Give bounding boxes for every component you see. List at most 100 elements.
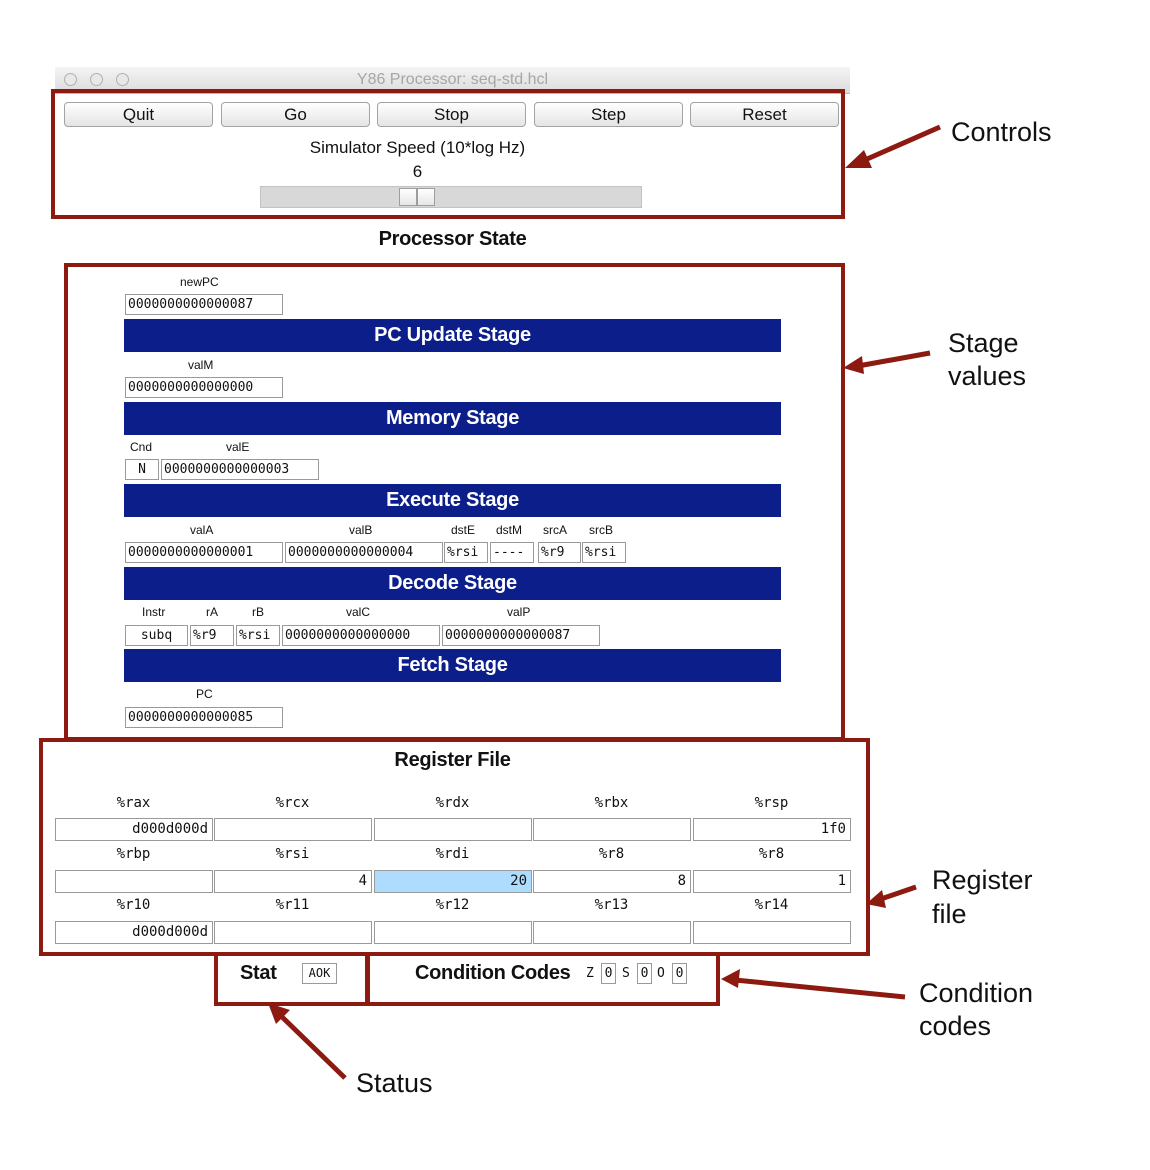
simulator-speed-label: Simulator Speed (10*log Hz) (309, 138, 526, 157)
controls-annotation: Controls (951, 117, 1052, 147)
cc-z-field: 0 (601, 963, 616, 984)
register-label: %rsi (275, 846, 310, 862)
register-r12-field (374, 921, 532, 944)
valm-label: valM (188, 358, 214, 372)
cnd-label: Cnd (130, 440, 153, 454)
valp-field: 0000000000000087 (442, 625, 600, 646)
stat-field: AOK (302, 963, 337, 984)
execute-stage-banner: Execute Stage (124, 484, 781, 517)
stat-label: Stat (240, 962, 277, 984)
register-label: %r14 (754, 897, 789, 913)
reset-button[interactable]: Reset (690, 102, 839, 127)
register-label: %rdi (435, 846, 470, 862)
instr-field: subq (125, 625, 188, 646)
cc-o-field: 0 (672, 963, 687, 984)
register-r13-field (533, 921, 691, 944)
newpc-field: 0000000000000087 (125, 294, 283, 315)
srca-field: %r9 (538, 542, 581, 563)
register-label: %rcx (275, 795, 310, 811)
register-rax-field: d000d000d (55, 818, 213, 841)
status-arrowhead (268, 1003, 290, 1024)
quit-button[interactable]: Quit (64, 102, 213, 127)
dste-label: dstE (451, 523, 476, 537)
register-label: %rdx (435, 795, 470, 811)
valm-field: 0000000000000000 (125, 377, 283, 398)
window-title: Y86 Processor: seq-std.hcl (356, 71, 549, 88)
dstm-field: ---- (490, 542, 534, 563)
instr-label: Instr (142, 605, 166, 619)
controls-arrowhead (845, 150, 872, 168)
register-r14-field (693, 921, 851, 944)
register-rbp-field (55, 870, 213, 893)
register-label: %r12 (435, 897, 470, 913)
valc-label: valC (346, 605, 371, 619)
cc-z-label: Z (586, 966, 594, 981)
register-label: %rax (116, 795, 151, 811)
srcb-label: srcB (589, 523, 613, 537)
register-label: %r8 (758, 846, 785, 862)
vala-field: 0000000000000001 (125, 542, 283, 563)
controls-annotation-box (51, 89, 845, 219)
condition-codes-annotation-line2: codes (919, 1011, 992, 1041)
rb-field: %rsi (236, 625, 280, 646)
decode-stage-banner: Decode Stage (124, 567, 781, 600)
simulator-speed-slider[interactable] (260, 186, 642, 208)
newpc-label: newPC (180, 275, 219, 289)
zoom-window-button[interactable] (116, 73, 129, 86)
memory-stage-banner: Memory Stage (124, 402, 781, 435)
simulator-speed-value: 6 (412, 162, 423, 181)
minimize-window-button[interactable] (90, 73, 103, 86)
valb-label: valB (349, 523, 373, 537)
register-file-arrowhead (866, 890, 886, 908)
close-window-button[interactable] (64, 73, 77, 86)
valp-label: valP (507, 605, 531, 619)
fetch-stage-banner: Fetch Stage (124, 649, 781, 682)
condition-codes-label: Condition Codes (415, 962, 571, 984)
stage-values-annotation-line1: Stage (948, 328, 1019, 358)
vale-field: 0000000000000003 (161, 459, 319, 480)
register-label: %r11 (275, 897, 310, 913)
ra-field: %r9 (190, 625, 234, 646)
step-button[interactable]: Step (534, 102, 683, 127)
register-file-annotation-line1: Register (932, 865, 1033, 895)
rb-label: rB (252, 605, 264, 619)
dstm-label: dstM (496, 523, 523, 537)
register-rcx-field (214, 818, 372, 841)
register-rsi-field: 4 (214, 870, 372, 893)
stage-values-annotation-line2: values (948, 361, 1027, 391)
valc-field: 0000000000000000 (282, 625, 440, 646)
cc-o-label: O (657, 966, 665, 981)
register-file-annotation-line2: file (932, 899, 967, 929)
slider-thumb-left[interactable] (399, 188, 417, 206)
cc-s-label: S (622, 966, 630, 981)
stop-button[interactable]: Stop (377, 102, 526, 127)
slider-thumb-right[interactable] (417, 188, 435, 206)
ra-label: rA (206, 605, 218, 619)
stage-values-arrowhead (843, 356, 864, 374)
stage-values-arrow (857, 350, 931, 369)
register-rdx-field (374, 818, 532, 841)
register-file-arrow (877, 884, 917, 903)
dste-field: %rsi (444, 542, 488, 563)
register-label: %rbp (116, 846, 151, 862)
register-label: %r10 (116, 897, 151, 913)
pc-update-stage-banner: PC Update Stage (124, 319, 781, 352)
vale-label: valE (226, 440, 250, 454)
processor-state-title: Processor State (378, 228, 527, 250)
register-rdi-field: 20 (374, 870, 532, 893)
register-r8-field: 8 (533, 870, 691, 893)
register-rbx-field (533, 818, 691, 841)
register-rsp-field: 1f0 (693, 818, 851, 841)
condition-codes-annotation-line1: Condition (919, 978, 1034, 1008)
register-label: %r8 (598, 846, 625, 862)
condition-codes-arrow (734, 977, 906, 1000)
vala-label: valA (190, 523, 214, 537)
status-annotation: Status (356, 1068, 433, 1098)
register-r11-field (214, 921, 372, 944)
status-arrow (278, 1013, 347, 1080)
register-label: %rbx (594, 795, 629, 811)
condition-codes-annotation-box (366, 952, 720, 1006)
go-button[interactable]: Go (221, 102, 370, 127)
cc-s-field: 0 (637, 963, 652, 984)
